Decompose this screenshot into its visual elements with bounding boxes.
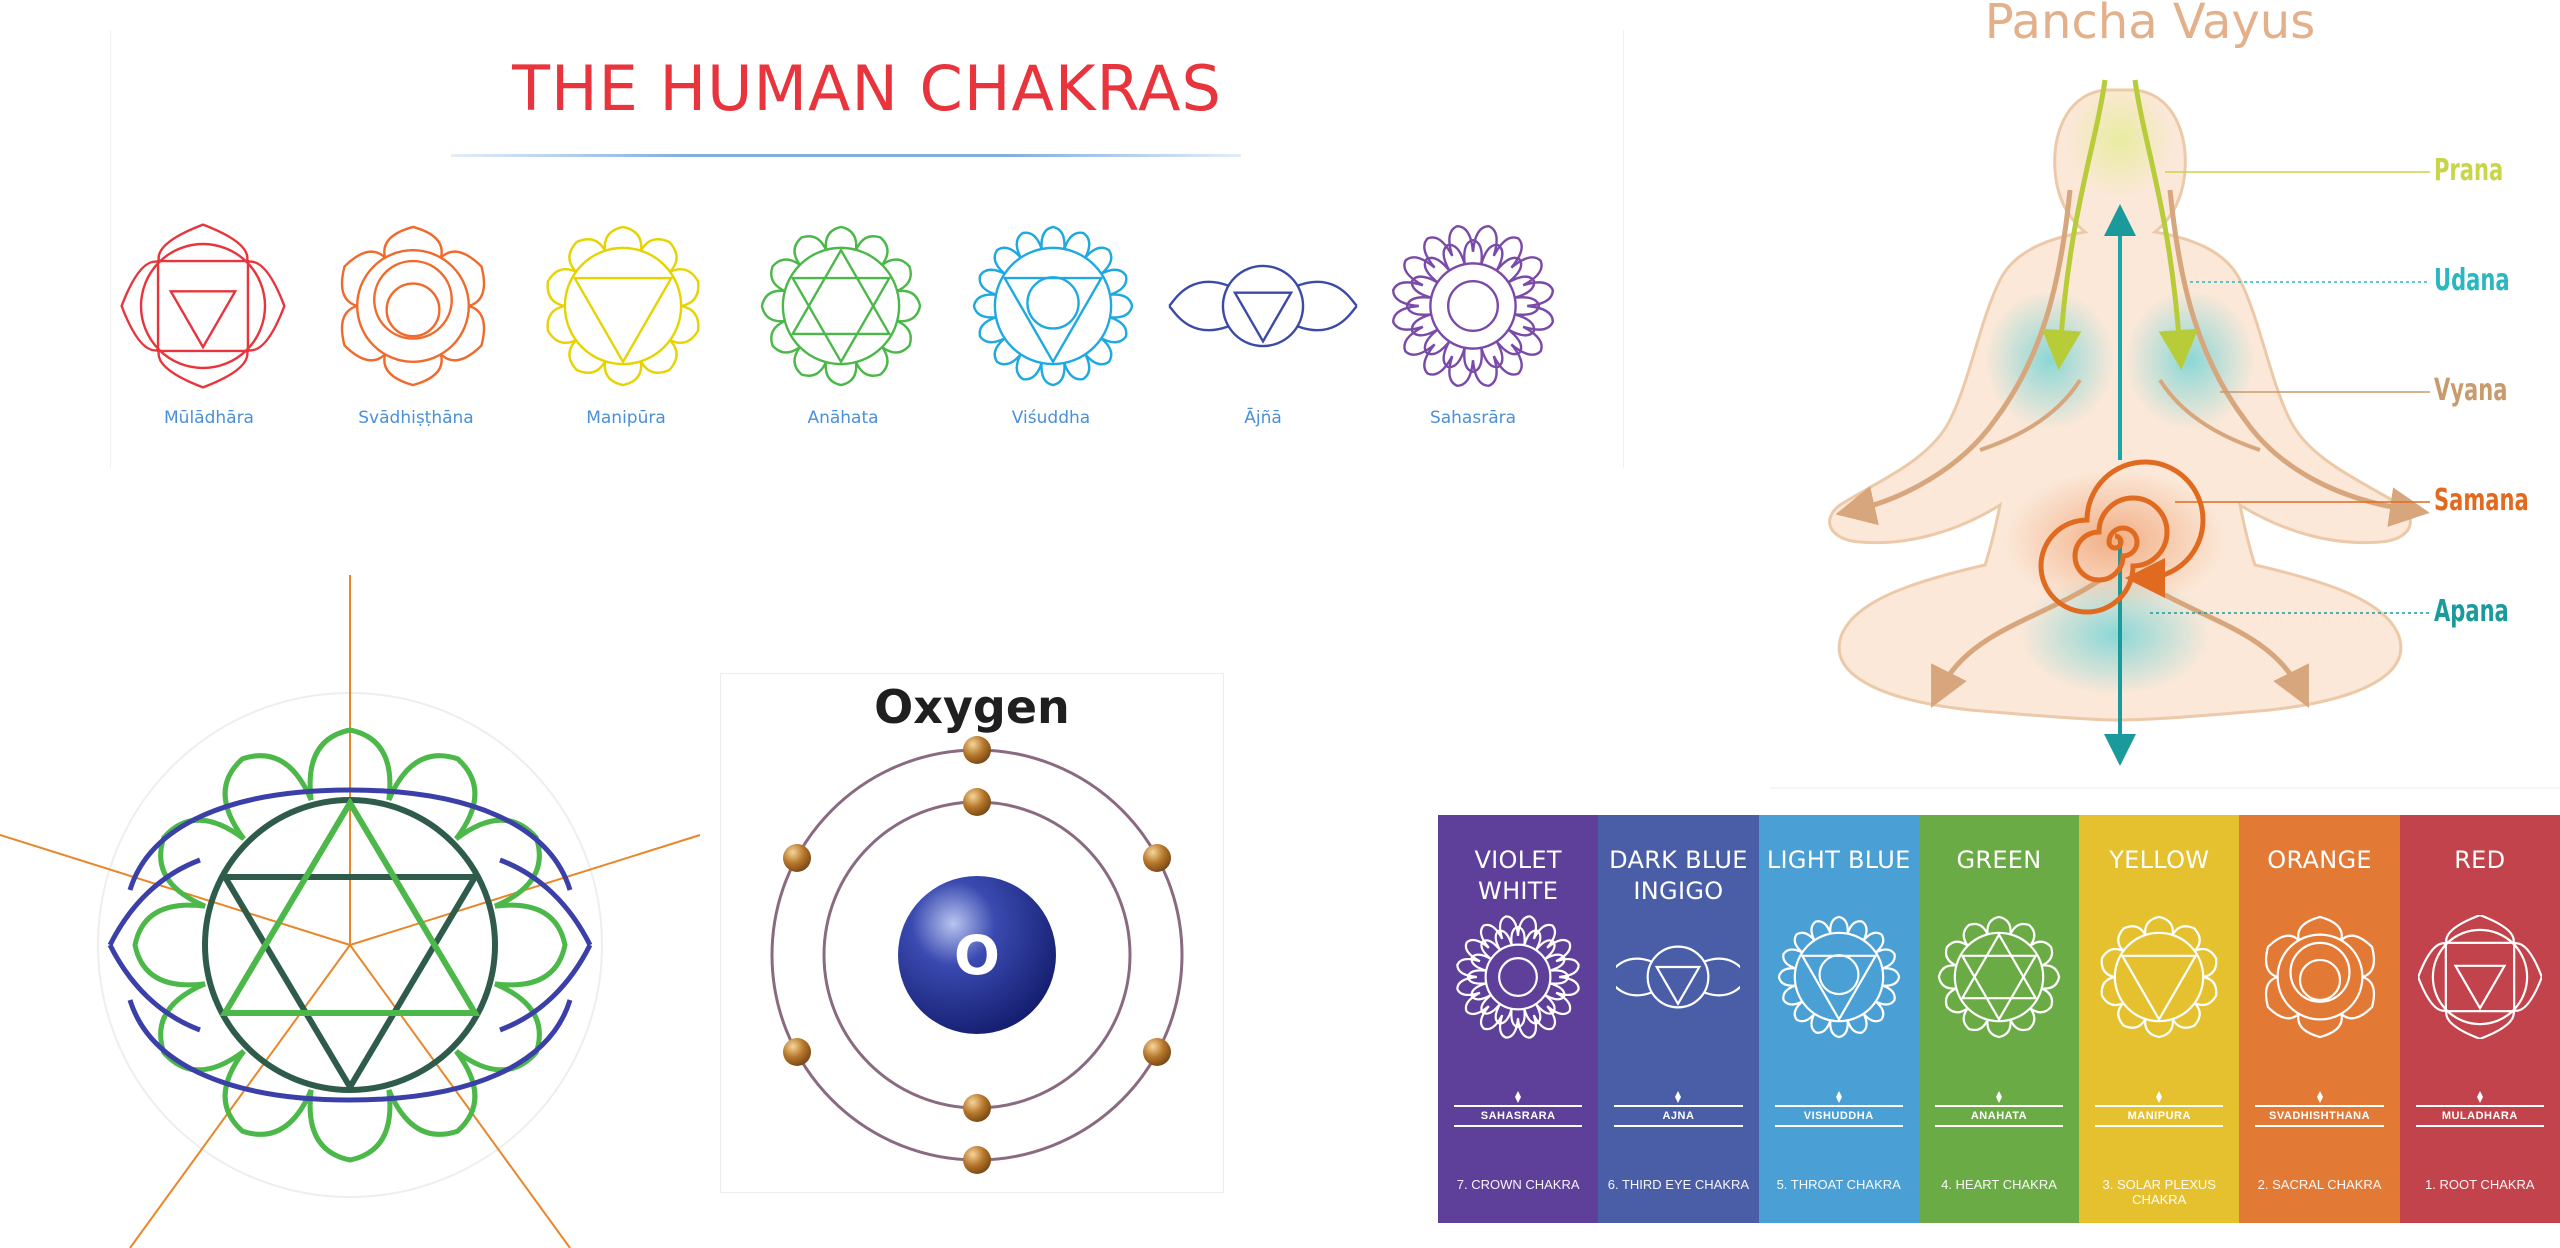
chakra-symbol-3 bbox=[546, 225, 700, 387]
chakra-symbol-1 bbox=[120, 223, 286, 389]
strip-chakra-number: 3. SOLAR PLEXUS CHAKRA bbox=[2102, 1177, 2216, 1207]
vayu-label-udana: Udana bbox=[2434, 263, 2510, 298]
chakra-strip-2: ORANGE SVADHISHTHANA 2. SACRAL CHAKRA bbox=[2239, 815, 2400, 1223]
strip-color-name: DARK BLUE INGIGO bbox=[1609, 846, 1748, 905]
human-chakras-title: THE HUMAN CHAKRAS bbox=[512, 52, 1222, 125]
strip-ornament bbox=[1515, 1091, 1522, 1103]
chakra-label-anahata: Anāhata bbox=[807, 408, 879, 428]
vayu-label-prana: Prana bbox=[2434, 153, 2504, 188]
strip-ornament bbox=[2156, 1091, 2163, 1103]
strip-ornament bbox=[1675, 1091, 1682, 1103]
strip-color-name: LIGHT BLUE bbox=[1766, 846, 1911, 874]
nucleus bbox=[898, 876, 1056, 1034]
strip-color-name: ORANGE bbox=[2267, 846, 2372, 874]
chakra-symbol-6 bbox=[1167, 264, 1359, 348]
strip-chakra-number: 6. THIRD EYE CHAKRA bbox=[1607, 1177, 1750, 1192]
strip-sanskrit-name: MANIPURA bbox=[2095, 1105, 2224, 1127]
chakra-label-svadhisthana: Svādhiṣṭhāna bbox=[358, 408, 474, 428]
chakra-strip-4: GREEN ANAHATA 4. HEART CHAKRA bbox=[1918, 815, 2080, 1223]
strip-sanskrit-name: AJNA bbox=[1614, 1105, 1743, 1127]
human-chakras-panel: THE HUMAN CHAKRAS Mūlādhāra Svādhiṣṭhāna… bbox=[110, 30, 1624, 468]
chakra-label-manipura: Manipūra bbox=[586, 408, 666, 428]
chakra-strip-7: VIOLET WHITE SAHASRARA 7. CROWN CHAKRA bbox=[1438, 815, 1599, 1223]
vayu-label-samana: Samana bbox=[2434, 483, 2529, 518]
radiating-lines bbox=[0, 575, 701, 1248]
chakra-strip-5: LIGHT BLUE VISHUDDHA 5. THROAT CHAKRA bbox=[1758, 815, 1919, 1223]
electron-7 bbox=[963, 1094, 991, 1122]
strip-chakra-icon bbox=[1456, 915, 1580, 1039]
strip-sanskrit-name: SAHASRARA bbox=[1454, 1105, 1583, 1127]
electron-3 bbox=[1143, 844, 1171, 872]
electron-2 bbox=[963, 788, 991, 816]
star-of-david bbox=[219, 797, 481, 1093]
oxygen-title: Oxygen bbox=[874, 680, 1070, 734]
blue-lotus bbox=[107, 787, 593, 1103]
chakra-symbol-5 bbox=[972, 225, 1134, 387]
strip-sanskrit-name: VISHUDDHA bbox=[1774, 1105, 1903, 1127]
strip-sanskrit-name: MULADHARA bbox=[2415, 1105, 2544, 1127]
strip-chakra-icon bbox=[2264, 915, 2375, 1039]
chakra-symbol-7 bbox=[1391, 224, 1555, 388]
strip-color-name: RED bbox=[2454, 846, 2506, 874]
electron-5 bbox=[1143, 1038, 1171, 1066]
chakra-label-ajna: Ājñā bbox=[1244, 408, 1282, 428]
chakra-strip-3: YELLOW MANIPURA 3. SOLAR PLEXUS CHAKRA bbox=[2079, 815, 2240, 1223]
strip-sanskrit-name: ANAHATA bbox=[1934, 1105, 2064, 1127]
pancha-vayus-figure bbox=[1770, 79, 2560, 789]
strip-ornament bbox=[1995, 1091, 2002, 1103]
strip-chakra-number: 7. CROWN CHAKRA bbox=[1456, 1177, 1580, 1192]
strip-chakra-number: 5. THROAT CHAKRA bbox=[1776, 1177, 1901, 1192]
strip-chakra-icon bbox=[1937, 915, 2061, 1039]
chakra-symbols-row bbox=[120, 223, 1555, 389]
strip-color-name: GREEN bbox=[1956, 846, 2042, 874]
oxygen-atom-diagram: O bbox=[770, 736, 1184, 1174]
electron-4 bbox=[783, 844, 811, 872]
vayu-label-apana: Apana bbox=[2434, 594, 2509, 629]
vayu-label-vyana: Vyana bbox=[2434, 373, 2508, 408]
chakra-strip-6: DARK BLUE INGIGO AJNA 6. THIRD EYE CHAKR… bbox=[1598, 815, 1759, 1223]
electron-1 bbox=[963, 736, 991, 764]
strip-chakra-number: 2. SACRAL CHAKRA bbox=[2257, 1177, 2382, 1192]
nucleus-symbol: O bbox=[954, 924, 1000, 987]
chakra-symbol-4 bbox=[760, 225, 922, 387]
strip-ornament bbox=[1835, 1091, 1842, 1103]
strip-sanskrit-name: SVADHISHTHANA bbox=[2255, 1105, 2384, 1127]
strip-color-name: YELLOW bbox=[2109, 846, 2210, 874]
strip-chakra-icon bbox=[1616, 945, 1741, 1009]
oxygen-panel: Oxygen O bbox=[720, 673, 1224, 1193]
chakra-label-visuddha: Viśuddha bbox=[1011, 408, 1091, 428]
pancha-vayus-title: Pancha Vayus bbox=[1984, 0, 2316, 50]
strip-chakra-number: 4. HEART CHAKRA bbox=[1941, 1177, 2057, 1192]
strip-chakra-icon bbox=[2100, 915, 2218, 1039]
strip-color-name: VIOLET WHITE bbox=[1474, 846, 1562, 905]
chakra-label-muladhara: Mūlādhāra bbox=[164, 408, 254, 428]
strip-ornament bbox=[2476, 1091, 2483, 1103]
chakra-label-sahasrara: Sahasrāra bbox=[1429, 408, 1517, 428]
electron-8 bbox=[963, 1146, 991, 1174]
strip-ornament bbox=[2316, 1091, 2323, 1103]
strip-chakra-icon bbox=[2417, 915, 2542, 1039]
chakra-symbol-2 bbox=[340, 225, 486, 387]
title-divider bbox=[451, 154, 1241, 157]
electron-6 bbox=[783, 1038, 811, 1066]
strip-chakra-number: 1. ROOT CHAKRA bbox=[2425, 1177, 2535, 1192]
chakra-strip-1: RED MULADHARA 1. ROOT CHAKRA bbox=[2399, 815, 2560, 1223]
strip-chakra-icon bbox=[1777, 915, 1900, 1039]
samana-spiral bbox=[2038, 459, 2206, 615]
heart-chakra-geometry bbox=[0, 575, 701, 1248]
